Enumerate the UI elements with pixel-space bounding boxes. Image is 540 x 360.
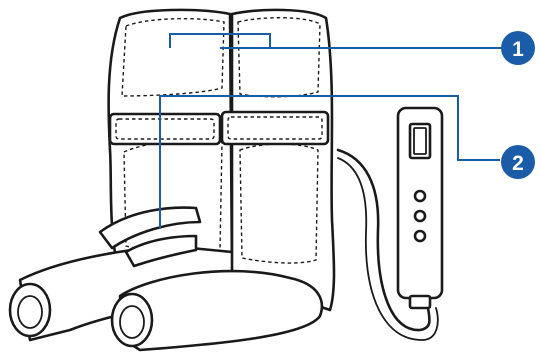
controller-button-3 [413, 229, 427, 243]
velcro-straps [108, 110, 330, 146]
tube-connectors [98, 206, 202, 268]
callout-2-label: 2 [512, 152, 524, 175]
callout-1: 1 [501, 31, 535, 65]
callout-1-label: 1 [512, 38, 524, 61]
leader-lines [159, 33, 505, 228]
leader-line-1 [169, 33, 271, 48]
air-hose [336, 148, 439, 341]
remote-controller [396, 106, 444, 310]
right-foot-wrap [110, 269, 324, 352]
callout-2: 2 [501, 145, 535, 179]
right-leg-wrap [230, 8, 336, 312]
controller-button-1 [413, 189, 427, 203]
controller-button-2 [413, 209, 427, 223]
leader-line-2 [159, 95, 500, 228]
